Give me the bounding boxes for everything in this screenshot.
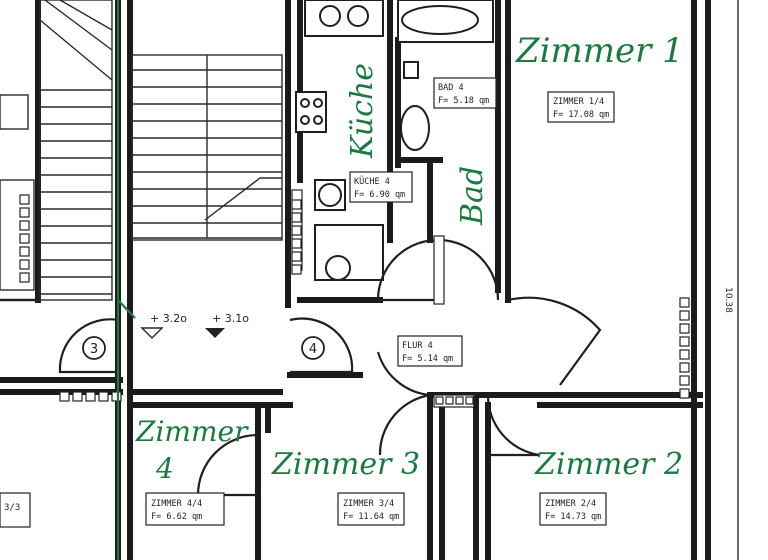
label-zimmer4-line1: Zimmer [135,415,249,448]
wall-block [291,212,302,223]
svg-text:ZIMMER 2/4: ZIMMER 2/4 [545,499,596,509]
stamp-zimmer3: ZIMMER 3/4 F= 11.64 qm [337,492,405,526]
svg-text:3/3: 3/3 [4,503,20,513]
stamp-flur: FLUR 4 F= 5.14 qm [397,335,463,367]
door-swings [58,235,602,497]
wall-block [19,233,30,244]
stamp-kueche: KÜCHE 4 F= 6.90 qm [349,171,413,203]
svg-text:F= 5.18 qm: F= 5.18 qm [438,96,489,106]
green-markup [116,0,136,560]
svg-text:F= 11.64 qm: F= 11.64 qm [343,512,399,522]
level-marker-2: + 3.1o [205,312,249,338]
level-marker-1: + 3.2o [140,312,187,339]
label-zimmer2: Zimmer 2 [534,447,683,482]
dimension-line: 10.38 [723,0,739,560]
wall-block [679,310,690,321]
wall-block [19,259,30,270]
svg-text:F= 6.62 qm: F= 6.62 qm [151,512,202,522]
stamp-zimmer33: 3/3 [0,492,31,528]
wall-block [291,238,302,249]
wall-block [679,323,690,334]
svg-text:F= 6.90 qm: F= 6.90 qm [354,190,405,200]
label-zimmer1: Zimmer 1 [515,31,684,71]
wall-block [98,391,109,402]
svg-text:F= 14.73 qm: F= 14.73 qm [545,512,601,522]
wall-block [679,297,690,308]
label-bad: Bad [455,166,490,226]
wall-block [435,396,444,405]
svg-text:+ 3.1o: + 3.1o [212,312,249,325]
svg-text:ZIMMER 3/4: ZIMMER 3/4 [343,499,394,509]
wall-block [455,396,464,405]
wall-block [19,272,30,283]
wall-block [291,225,302,236]
center-staircase [131,54,283,241]
wall-block [59,391,70,402]
wall-block [679,336,690,347]
label-kueche: Küche [345,63,380,159]
svg-text:F= 17.08 qm: F= 17.08 qm [553,110,609,120]
svg-text:ZIMMER 4/4: ZIMMER 4/4 [151,499,202,509]
label-zimmer4-line2: 4 [155,452,174,485]
svg-text:4: 4 [309,342,317,357]
door-marker-3: 3 [82,336,106,360]
svg-text:10.38: 10.38 [723,287,733,313]
wall-block [291,251,302,262]
wall-block [291,264,302,275]
wall-block [679,349,690,360]
kitchen-fixtures [291,0,384,281]
svg-text:KÜCHE 4: KÜCHE 4 [354,176,390,187]
svg-text:+ 3.2o: + 3.2o [150,312,187,325]
wall-block [445,396,454,405]
wall-block [679,388,690,399]
stamp-zimmer1: ZIMMER 1/4 F= 17.08 qm [547,91,615,123]
svg-text:ZIMMER 1/4: ZIMMER 1/4 [553,97,604,107]
wall-block [465,396,474,405]
left-staircase [0,0,113,301]
wall-block [85,391,96,402]
wall-block [291,199,302,210]
wall-details [19,194,690,405]
svg-text:3: 3 [90,342,98,357]
label-zimmer3: Zimmer 3 [271,447,420,482]
svg-text:BAD 4: BAD 4 [438,83,464,93]
wall-block [19,246,30,257]
svg-text:F= 5.14 qm: F= 5.14 qm [402,354,453,364]
svg-text:FLUR 4: FLUR 4 [402,341,433,351]
wall-block [19,207,30,218]
stamp-zimmer4: ZIMMER 4/4 F= 6.62 qm [145,492,225,526]
stamp-zimmer2: ZIMMER 2/4 F= 14.73 qm [539,492,607,526]
stamp-bad: BAD 4 F= 5.18 qm [433,77,497,109]
wall-block [679,362,690,373]
door-marker-4: 4 [301,336,325,360]
wall-block [19,220,30,231]
wall-block [111,391,122,402]
bath-fixtures [397,0,494,151]
wall-block [72,391,83,402]
wall-block [679,375,690,386]
wall-block [19,194,30,205]
